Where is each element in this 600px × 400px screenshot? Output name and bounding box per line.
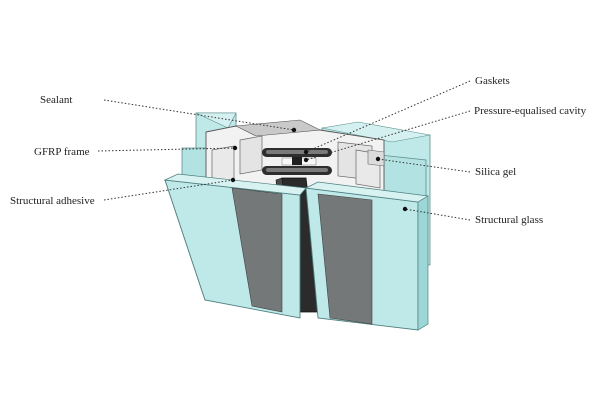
silica-gel [367, 149, 385, 167]
label-structural-glass: Structural glass [475, 214, 543, 226]
glass-pane-front-left [163, 173, 307, 319]
callout-leaders [97, 80, 471, 221]
label-pressure-cavity: Pressure-equalised cavity [474, 105, 587, 117]
dot-silica-gel [375, 156, 381, 162]
label-sealant: Sealant [40, 94, 72, 106]
glazing-assembly [163, 112, 431, 331]
leader-pressure-cavity [305, 110, 471, 161]
dot-gfrp-frame [232, 145, 238, 151]
dot-pressure-cavity [303, 157, 309, 163]
dot-sealant [291, 127, 297, 133]
dot-structural-glass [402, 206, 408, 212]
label-structural-adhesive: Structural adhesive [10, 195, 95, 207]
leader-sealant [103, 99, 295, 131]
callout-dots [230, 127, 408, 212]
label-gfrp-frame: GFRP frame [34, 146, 90, 158]
label-gaskets: Gaskets [475, 75, 510, 87]
leader-structural-adhesive [103, 179, 234, 201]
dot-gaskets [303, 149, 309, 155]
leader-structural-glass [404, 208, 471, 221]
dot-structural-adhesive [230, 177, 236, 183]
label-silica-gel: Silica gel [475, 166, 516, 178]
callout-labels: Sealant GFRP frame Structural adhesive G… [10, 75, 587, 226]
leader-silica-gel [377, 158, 471, 173]
glass-pane-front-right [304, 181, 430, 331]
gaskets [262, 148, 332, 175]
sealant [234, 119, 322, 137]
